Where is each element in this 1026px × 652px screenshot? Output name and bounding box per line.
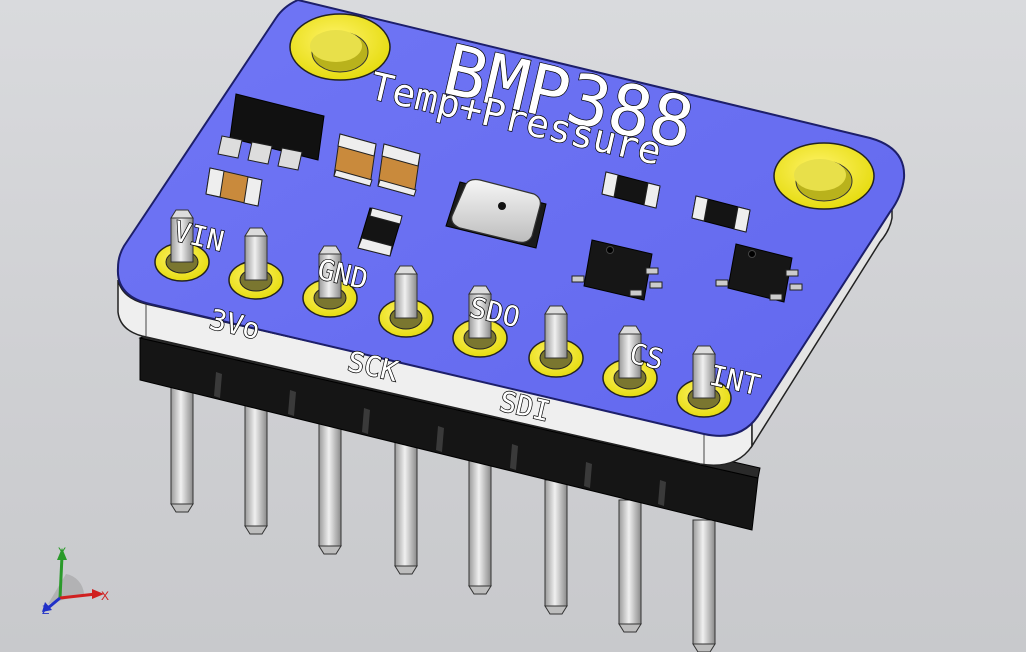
mounting-hole-right — [773, 142, 875, 210]
header-pin-1 — [170, 385, 194, 513]
resistor-r1 — [357, 207, 403, 257]
resistor-r2 — [601, 171, 661, 209]
resistor-r3 — [691, 195, 751, 233]
pin-pad-5 — [452, 285, 508, 358]
pin-pads — [154, 209, 732, 418]
header-pin-6 — [544, 479, 568, 615]
capacitor-c3 — [377, 143, 421, 197]
bmp388-sensor-chip — [445, 178, 547, 249]
z-axis-label: Z — [42, 603, 49, 617]
header-pin-4 — [394, 441, 418, 575]
axis-triad: Y X Z — [42, 545, 109, 617]
capacitor-c1 — [205, 167, 263, 207]
voltage-regulator-chip — [217, 93, 325, 171]
header-pins — [170, 385, 716, 652]
z-axis-arrow — [47, 596, 61, 610]
level-shifter-u2 — [571, 239, 663, 301]
x-axis-label: X — [101, 589, 109, 603]
pin-pad-4 — [378, 265, 434, 338]
header-pin-8 — [692, 519, 716, 652]
header-pin-2 — [244, 403, 268, 535]
capacitor-c2 — [333, 133, 377, 187]
pin-pad-2 — [228, 227, 284, 300]
x-axis-arrow — [59, 592, 97, 600]
pin-pad-3 — [302, 245, 358, 318]
y-axis-arrow — [58, 555, 64, 599]
header-pin-3 — [318, 421, 342, 555]
pin-pad-8 — [676, 345, 732, 418]
pin-pad-1 — [154, 209, 210, 282]
y-axis-label: Y — [58, 545, 66, 559]
pin-label-cs: CS — [626, 337, 666, 377]
header-pin-5 — [468, 459, 492, 595]
pin-pad-6 — [528, 305, 584, 378]
mounting-hole-left — [289, 13, 391, 81]
pin-pad-7 — [602, 325, 658, 398]
level-shifter-u3 — [715, 243, 803, 303]
header-pin-7 — [618, 499, 642, 633]
